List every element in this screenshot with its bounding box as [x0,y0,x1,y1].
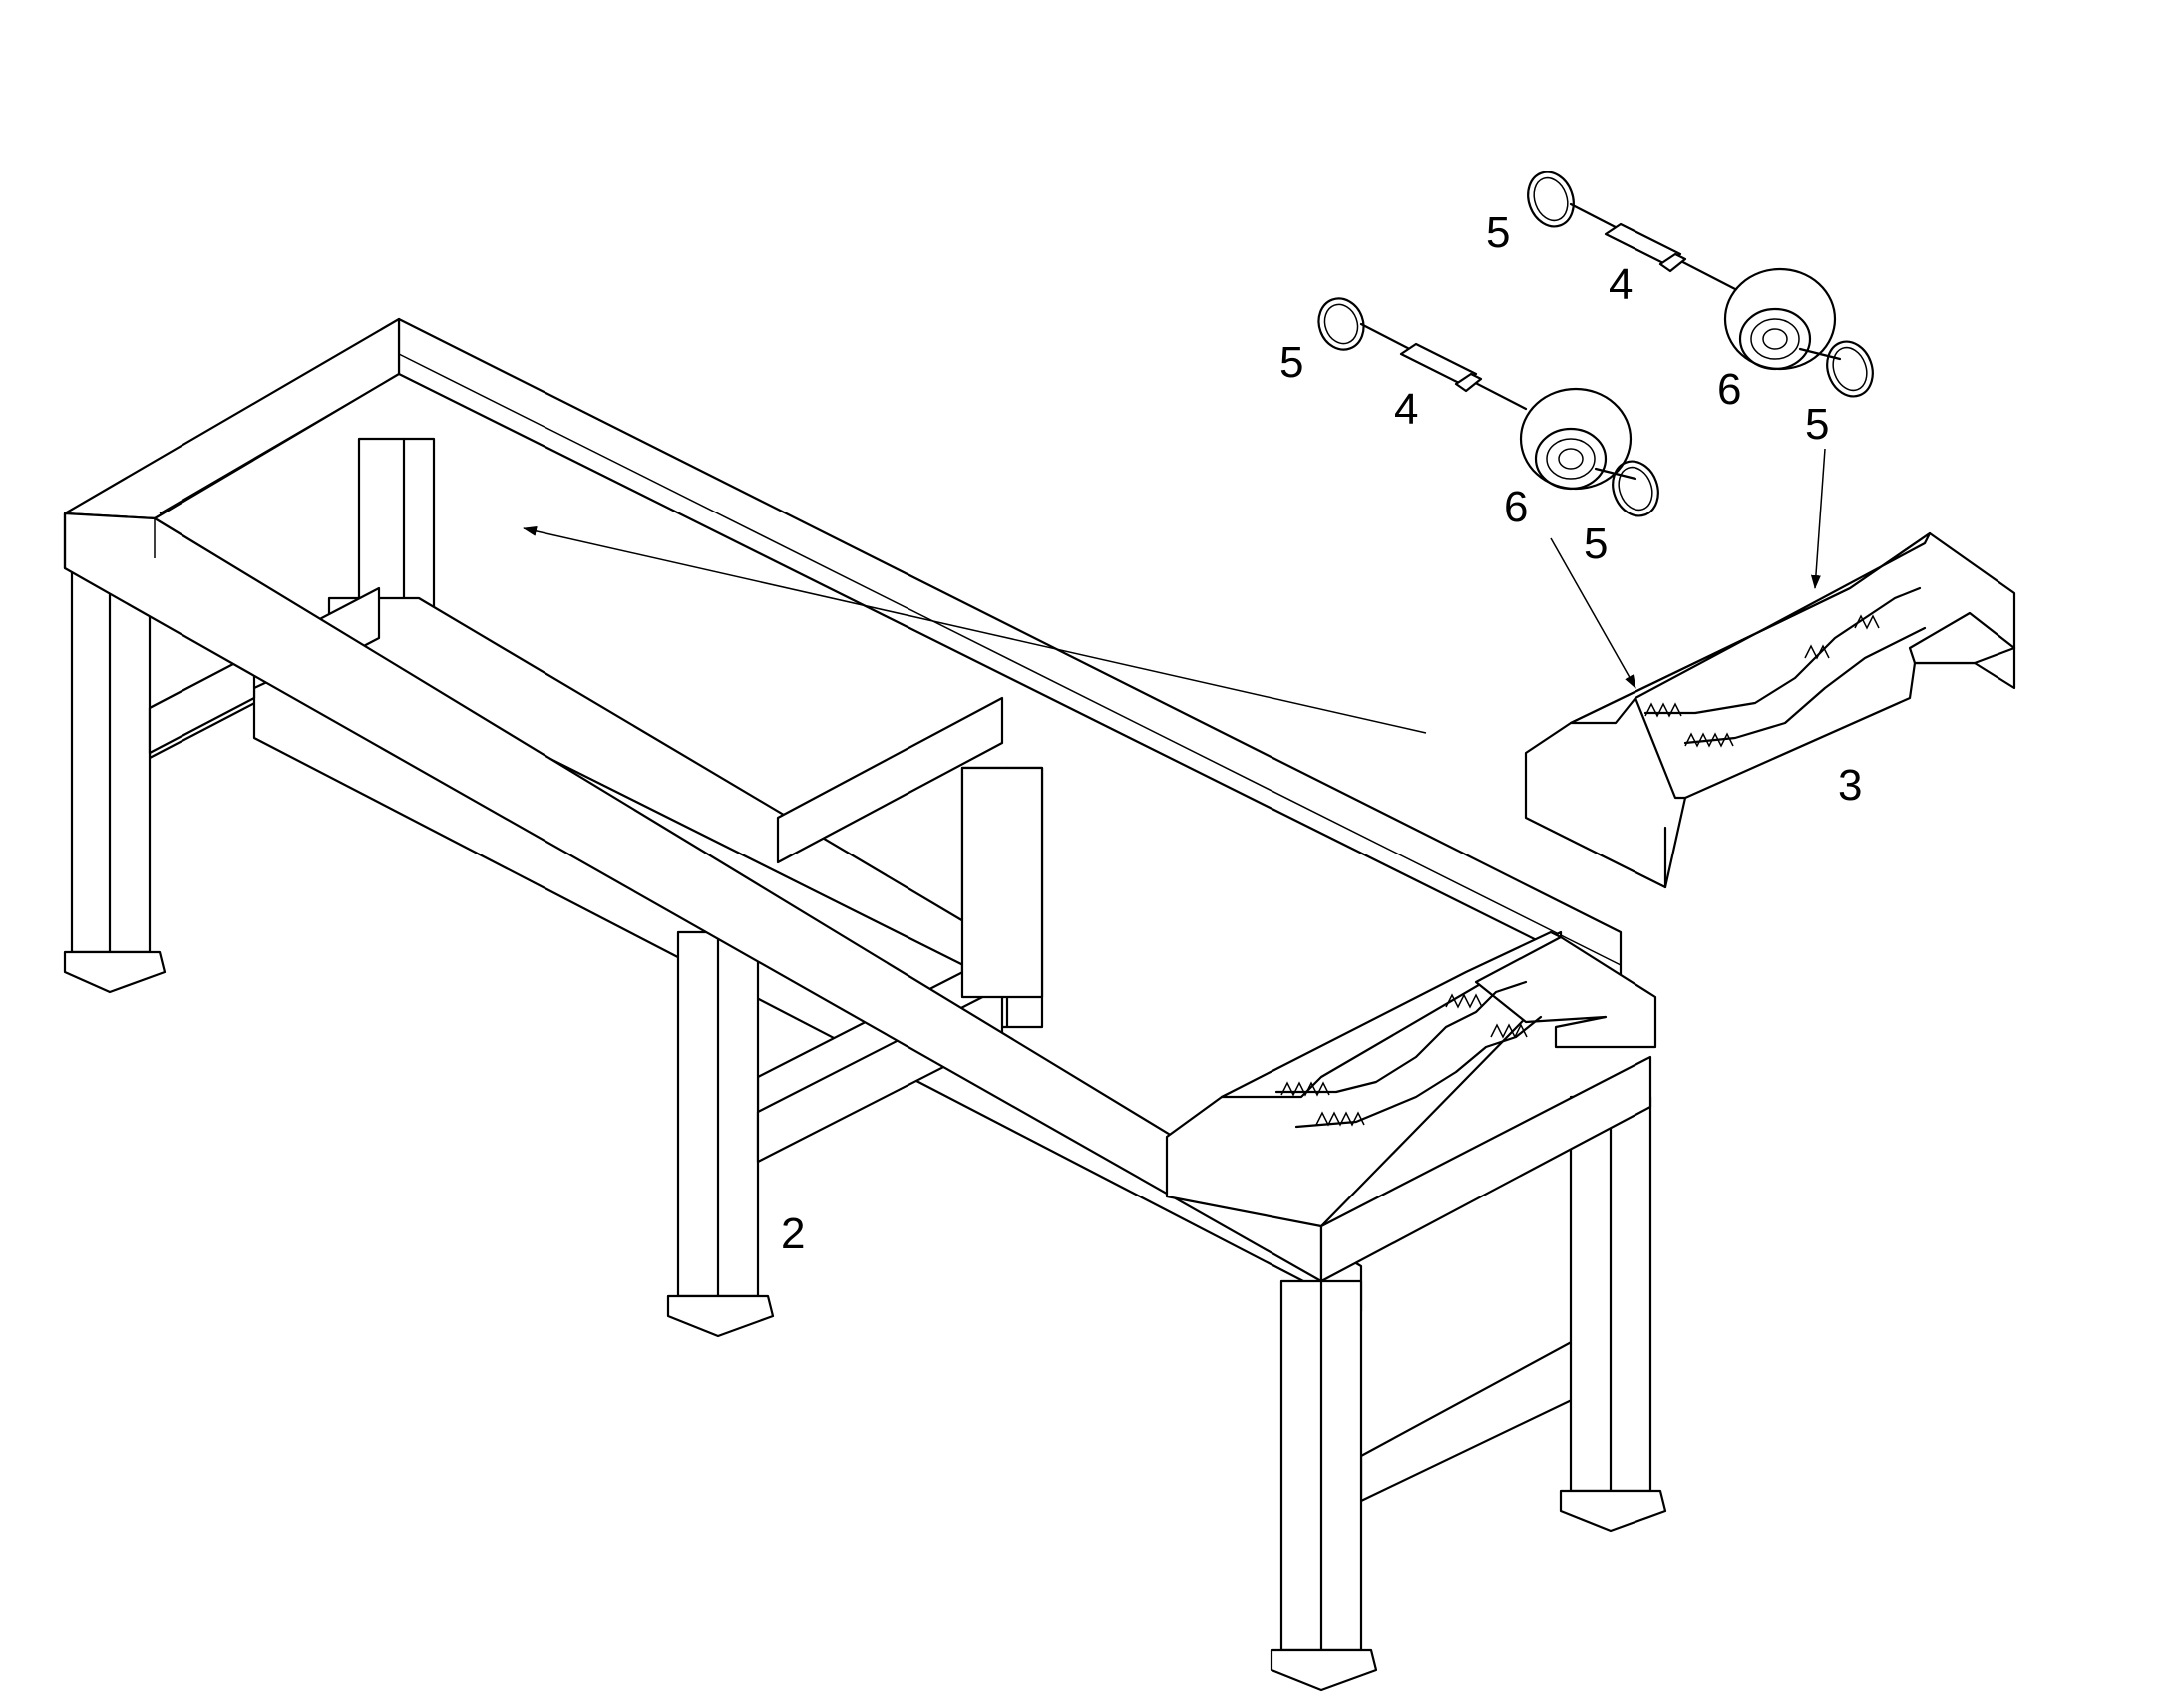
callout-labels: 2 3 4 4 5 5 5 5 6 6 [781,208,1862,1258]
callout-pin-lower: 4 [1394,385,1418,434]
stand-frame [63,317,1667,1692]
clip-upper-right [1826,340,1874,398]
roller-upper [1723,267,1837,371]
callout-roller-lower: 6 [1504,483,1528,531]
callout-roller-upper: 6 [1717,365,1741,414]
callout-clip-upper-right: 5 [1805,400,1829,449]
pin-upper [1604,222,1687,273]
callout-clip-lower-left: 5 [1279,338,1303,387]
callout-pin-upper: 4 [1609,260,1633,309]
leg-back-right [1559,1095,1667,1533]
roller-bracket [1524,531,2016,889]
clip-upper-left [1527,171,1575,228]
roller-lower [1519,387,1633,491]
callout-clip-upper-left: 5 [1486,208,1510,257]
assembly-arrows [523,448,1826,734]
callout-clip-lower-right: 5 [1584,519,1608,568]
mounted-roller-bracket [1165,930,1657,1228]
arrow-clip-to-bracket [1810,448,1826,589]
callout-frame: 2 [781,1209,805,1258]
clip-lower-right [1612,460,1659,517]
leg-front-right [1270,1279,1378,1692]
pin-lower [1399,342,1483,393]
upper-roller-assembly [1527,171,1874,398]
clip-lower-left [1317,297,1365,351]
leg-front-left [63,556,167,994]
top-rail-right [1319,1055,1652,1283]
lower-roller-assembly [1317,297,1659,517]
arrow-roller-lower-to-bracket [1550,537,1636,689]
callout-roller-bracket: 3 [1838,761,1862,810]
leg-front-middle [666,930,775,1338]
arrow-bracket-to-frame [523,525,1427,734]
top-rail-left [63,317,401,520]
